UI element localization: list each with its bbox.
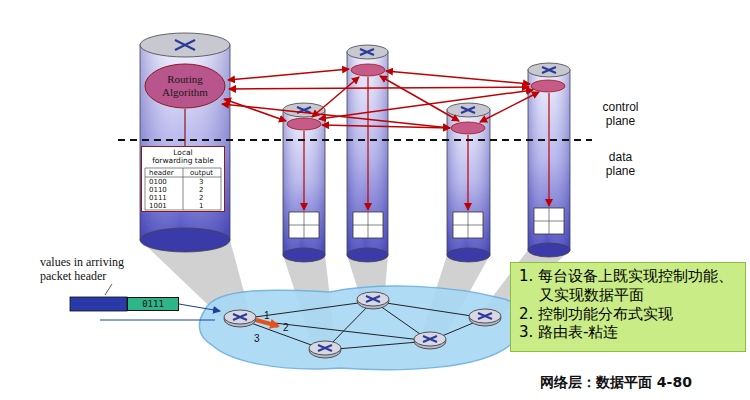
table-cell: 2 bbox=[199, 194, 203, 202]
note-box: 1. 每台设备上既实现控制功能、又实现数据平面2. 控制功能分布式实现3. 路由… bbox=[510, 262, 746, 352]
annotation: values in arriving packet header bbox=[40, 255, 135, 284]
connector bbox=[184, 109, 185, 146]
routing-oval: Routing Algorithm bbox=[144, 63, 226, 109]
table-cell: output bbox=[190, 169, 213, 177]
link-number: 1 bbox=[264, 310, 270, 321]
node-label: Local forwarding table bbox=[142, 149, 224, 166]
plane-label: control plane bbox=[598, 100, 643, 129]
note-item: 2. 控制功能分布式实现 bbox=[539, 305, 739, 324]
link-number: 2 bbox=[283, 322, 289, 333]
forwarding-table: Local forwarding table header output 0100 3 0… bbox=[141, 146, 225, 212]
table-cell: 3 bbox=[199, 178, 203, 186]
table-cell: 1 bbox=[199, 202, 203, 210]
table-cell: 1001 bbox=[149, 202, 167, 210]
link-number: 3 bbox=[254, 333, 260, 344]
table-cell: 0110 bbox=[149, 186, 167, 194]
footer-text: 网络层：数据平面 4-80 bbox=[540, 374, 692, 392]
table-cell: 2 bbox=[199, 186, 203, 194]
note-item: 3. 路由表-粘连 bbox=[539, 323, 739, 342]
packet-header-field: 0111 bbox=[127, 297, 179, 311]
node-label: Routing Algorithm bbox=[156, 73, 214, 98]
note-item: 1. 每台设备上既实现控制功能、又实现数据平面 bbox=[539, 267, 739, 305]
table-cell: 0100 bbox=[149, 178, 167, 186]
node-label: 0111 bbox=[128, 298, 178, 310]
table-cell: header bbox=[149, 169, 174, 177]
plane-label: data plane bbox=[598, 150, 643, 179]
table-cell: 0111 bbox=[149, 194, 167, 202]
